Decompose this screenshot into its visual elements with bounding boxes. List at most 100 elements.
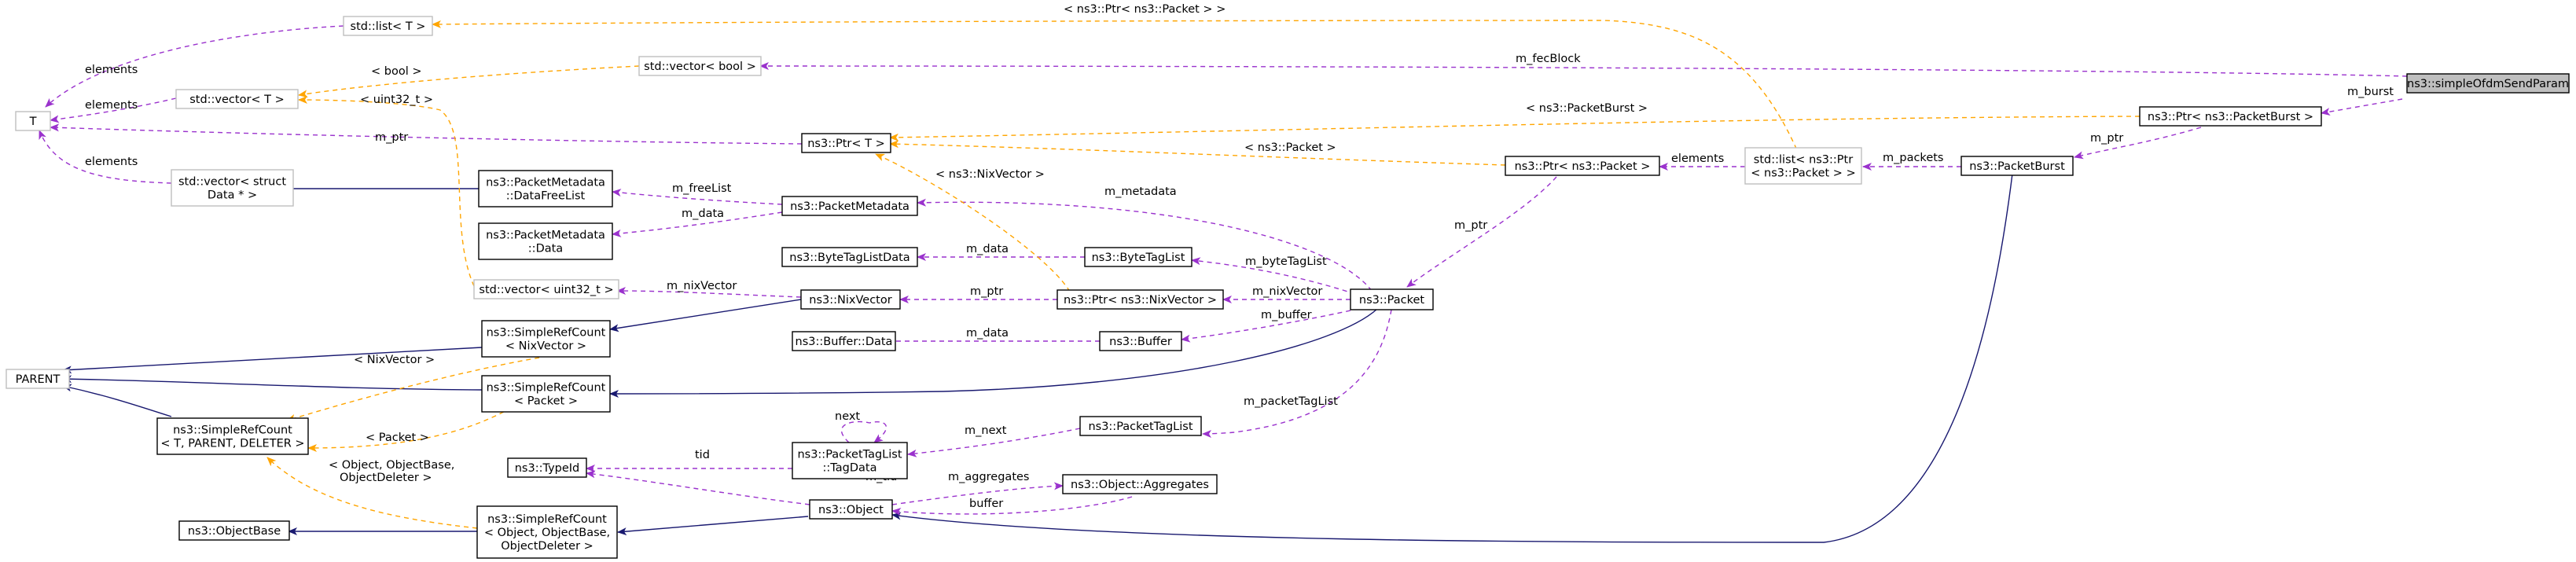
edge-burst-ptr (2074, 127, 2202, 160)
edge-label-nixvector-ptr-tpl: < ns3::NixVector > (935, 168, 1045, 181)
node-label: std::list< T > (351, 20, 426, 33)
node-parent[interactable]: PARENT (6, 369, 70, 389)
node-box (781, 196, 918, 216)
edge-freelist (612, 189, 783, 205)
node-std-list-t[interactable]: std::list< T > (343, 16, 433, 36)
node-simplerefcount-packet[interactable]: ns3::SimpleRefCount< Packet > (481, 375, 611, 413)
edge-label-fecblock: m_fecBlock (1516, 53, 1581, 65)
node-packet-metadata[interactable]: ns3::PacketMetadata (781, 196, 918, 216)
node-label: ns3::ByteTagList (1092, 252, 1185, 264)
node-std-list-ptr-packet[interactable]: std::list< ns3::Ptr< ns3::Packet > > (1744, 147, 1862, 185)
node-box (801, 133, 891, 153)
node-ptr-packetburst[interactable]: ns3::Ptr< ns3::PacketBurst > (2139, 106, 2322, 127)
node-simple-ofdm-send-param[interactable]: ns3::simpleOfdmSendParam (2406, 73, 2570, 94)
node-packet-metadata-datafreelist[interactable]: ns3::PacketMetadata::DataFreeList (478, 170, 613, 208)
node-label: ns3::Buffer (1109, 336, 1172, 348)
node-label: ns3::ObjectBase (188, 525, 281, 538)
node-label: ::TagData (823, 462, 877, 475)
edge-label-nixvector: m_nixVector (1252, 285, 1322, 298)
node-box (507, 457, 587, 478)
edge-label-packetburst-tpl: < ns3::PacketBurst > (1526, 102, 1648, 115)
node-object-base[interactable]: ns3::ObjectBase (178, 520, 290, 541)
edge-packet-to-src-packet (609, 308, 1378, 398)
node-label: ns3::Packet (1359, 294, 1424, 307)
node-packet[interactable]: ns3::Packet (1350, 288, 1434, 310)
node-label: ns3::ByteTagListData (789, 252, 910, 264)
node-buffer[interactable]: ns3::Buffer (1099, 331, 1182, 351)
node-label: ns3::TypeId (515, 462, 580, 475)
edge-label-next: next (835, 410, 860, 423)
node-label: PARENT (16, 373, 61, 386)
node-byte-tag-list-data[interactable]: ns3::ByteTagListData (781, 247, 918, 267)
node-simplerefcount-object[interactable]: ns3::SimpleRefCount< Object, ObjectBase,… (476, 505, 618, 559)
node-label: < T, PARENT, DELETER > (160, 438, 304, 450)
edge-label-nix-ptr: m_ptr (970, 285, 1003, 298)
node-label: ::DataFreeList (506, 190, 586, 203)
edge-t-elements-struct (39, 130, 172, 184)
edge-t-elements-vector (50, 97, 177, 123)
node-buffer-data[interactable]: ns3::Buffer::Data (792, 331, 896, 351)
node-box (1350, 288, 1434, 310)
edge-label-buf-data: m_data (966, 327, 1009, 340)
edge-label-bool-tpl: < bool > (371, 65, 422, 78)
node-box (473, 279, 619, 299)
node-simplerefcount-t[interactable]: ns3::SimpleRefCount< T, PARENT, DELETER … (156, 417, 309, 455)
node-std-vector-t[interactable]: std::vector< T > (175, 89, 299, 109)
edge-bool-tpl (298, 65, 640, 98)
node-box (809, 499, 893, 520)
node-box (476, 505, 618, 559)
node-label: std::vector< struct (178, 176, 286, 189)
edge-label-t-m-ptr: m_ptr (375, 131, 408, 144)
node-box (1505, 156, 1660, 176)
node-box (156, 417, 309, 455)
node-packet-tag-list-tagdata[interactable]: ns3::PacketTagList::TagData (792, 442, 908, 479)
edge-labels: m_fecBlock m_burst m_ptr m_packets eleme… (85, 3, 2394, 510)
node-t[interactable]: T (15, 111, 51, 131)
node-box (481, 320, 611, 358)
node-label: std::vector< bool > (644, 61, 756, 73)
edge-label-packet-tpl: < ns3::Packet > (1244, 141, 1336, 154)
edge-pm-data (612, 211, 783, 237)
edge-metadata (917, 198, 1373, 292)
edge-nixvector-vec (616, 287, 802, 298)
node-packetburst[interactable]: ns3::PacketBurst (1960, 156, 2074, 176)
node-ptr-nixvector[interactable]: ns3::Ptr< ns3::NixVector > (1056, 289, 1224, 310)
edge-packettaglist (1202, 309, 1392, 438)
node-object[interactable]: ns3::Object (809, 499, 893, 520)
node-std-vector-uint32[interactable]: std::vector< uint32_t > (473, 279, 619, 299)
node-label: std::vector< T > (189, 94, 285, 106)
edge-label-packet-ptr: m_ptr (1454, 219, 1487, 232)
node-box (1099, 331, 1182, 351)
node-ptr-t[interactable]: ns3::Ptr< T > (801, 133, 891, 153)
node-box (1056, 289, 1224, 310)
node-label: Data * > (208, 189, 257, 202)
node-box (2139, 106, 2322, 127)
edge-packetburst-tpl (889, 116, 2141, 141)
node-packet-tag-list[interactable]: ns3::PacketTagList (1079, 416, 1202, 436)
edge-label-packets: m_packets (1883, 152, 1943, 164)
edge-nixvector-src-tpl (286, 357, 540, 422)
edge-object-to-src-object (617, 516, 809, 536)
node-simplerefcount-nixvector[interactable]: ns3::SimpleRefCount< NixVector > (481, 320, 611, 358)
node-byte-tag-list[interactable]: ns3::ByteTagList (1084, 247, 1192, 267)
node-label: T (29, 116, 37, 128)
edge-label-tid: tid (695, 449, 710, 461)
edge-label-m-next: m_next (965, 424, 1007, 437)
node-packet-metadata-data[interactable]: ns3::PacketMetadata::Data (478, 222, 613, 260)
node-type-id[interactable]: ns3::TypeId (507, 457, 587, 478)
node-label: ns3::SimpleRefCount (487, 382, 606, 395)
node-box (792, 442, 908, 479)
edge-label-object-src-tpl-line: < Object, ObjectBase, (329, 459, 454, 472)
node-std-vector-bool[interactable]: std::vector< bool > (638, 56, 762, 76)
node-label: ns3::Ptr< ns3::PacketBurst > (2148, 111, 2313, 123)
node-label: ns3::SimpleRefCount (487, 513, 607, 526)
node-ptr-packet[interactable]: ns3::Ptr< ns3::Packet > (1505, 156, 1660, 176)
node-nixvector[interactable]: ns3::NixVector (800, 289, 901, 310)
node-object-aggregates[interactable]: ns3::Object::Aggregates (1062, 474, 1218, 494)
node-label: ::Data (528, 243, 563, 255)
node-box (6, 369, 70, 389)
edge-next-self (840, 421, 887, 443)
node-box (171, 169, 294, 207)
